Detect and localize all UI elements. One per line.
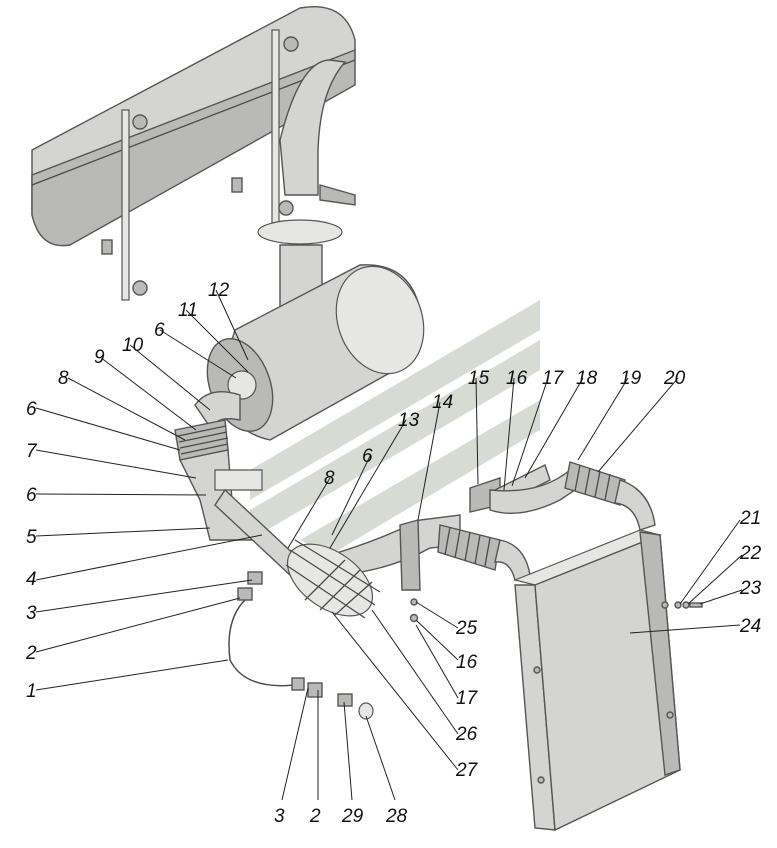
mounting-rods bbox=[121, 29, 299, 301]
callout-29: 29 bbox=[341, 806, 364, 827]
callout-1: 1 bbox=[26, 681, 37, 702]
callout-6d: 6 bbox=[362, 446, 373, 467]
callout-5: 5 bbox=[26, 527, 37, 548]
callout-3b: 3 bbox=[274, 806, 285, 827]
upper-pipe bbox=[469, 464, 576, 515]
callout-19: 19 bbox=[620, 368, 642, 389]
callout-6c: 6 bbox=[154, 320, 165, 341]
drain-hose bbox=[228, 571, 374, 720]
callout-3a: 3 bbox=[26, 603, 37, 624]
callout-25: 25 bbox=[455, 618, 478, 639]
callout-2a: 2 bbox=[25, 643, 37, 664]
callout-24: 24 bbox=[739, 616, 761, 637]
callout-16b: 16 bbox=[456, 652, 478, 673]
fasteners bbox=[409, 598, 703, 623]
callout-16a: 16 bbox=[506, 368, 528, 389]
callout-8a: 8 bbox=[58, 368, 69, 389]
callout-6b: 6 bbox=[26, 485, 37, 506]
callout-28: 28 bbox=[385, 806, 408, 827]
support-bracket bbox=[399, 519, 421, 591]
leader-lines bbox=[35, 289, 743, 801]
callout-4: 4 bbox=[26, 569, 37, 590]
callout-20: 20 bbox=[663, 368, 686, 389]
intercooler bbox=[513, 529, 681, 832]
callout-21: 21 bbox=[739, 508, 761, 529]
filter-element-cage bbox=[285, 539, 381, 619]
callout-8b: 8 bbox=[324, 468, 335, 489]
callout-18: 18 bbox=[576, 368, 598, 389]
callout-6a: 6 bbox=[26, 399, 37, 420]
callout-13: 13 bbox=[398, 410, 420, 431]
callout-17a: 17 bbox=[542, 368, 565, 389]
callout-15: 15 bbox=[468, 368, 490, 389]
callout-14: 14 bbox=[432, 392, 453, 413]
callout-17b: 17 bbox=[456, 688, 479, 709]
cooler-hoses bbox=[437, 461, 656, 581]
callout-7: 7 bbox=[26, 441, 38, 462]
callout-10: 10 bbox=[122, 335, 144, 356]
callout-26: 26 bbox=[455, 724, 478, 745]
callout-11: 11 bbox=[178, 300, 198, 321]
callout-2b: 2 bbox=[309, 806, 321, 827]
callout-labels: 1 2 2 3 3 4 5 6 6 6 6 7 8 8 9 10 11 12 1… bbox=[25, 280, 762, 827]
callout-23: 23 bbox=[739, 578, 762, 599]
callout-22: 22 bbox=[739, 543, 762, 564]
callout-12: 12 bbox=[208, 280, 230, 301]
callout-9: 9 bbox=[94, 347, 105, 368]
callout-27: 27 bbox=[455, 760, 479, 781]
